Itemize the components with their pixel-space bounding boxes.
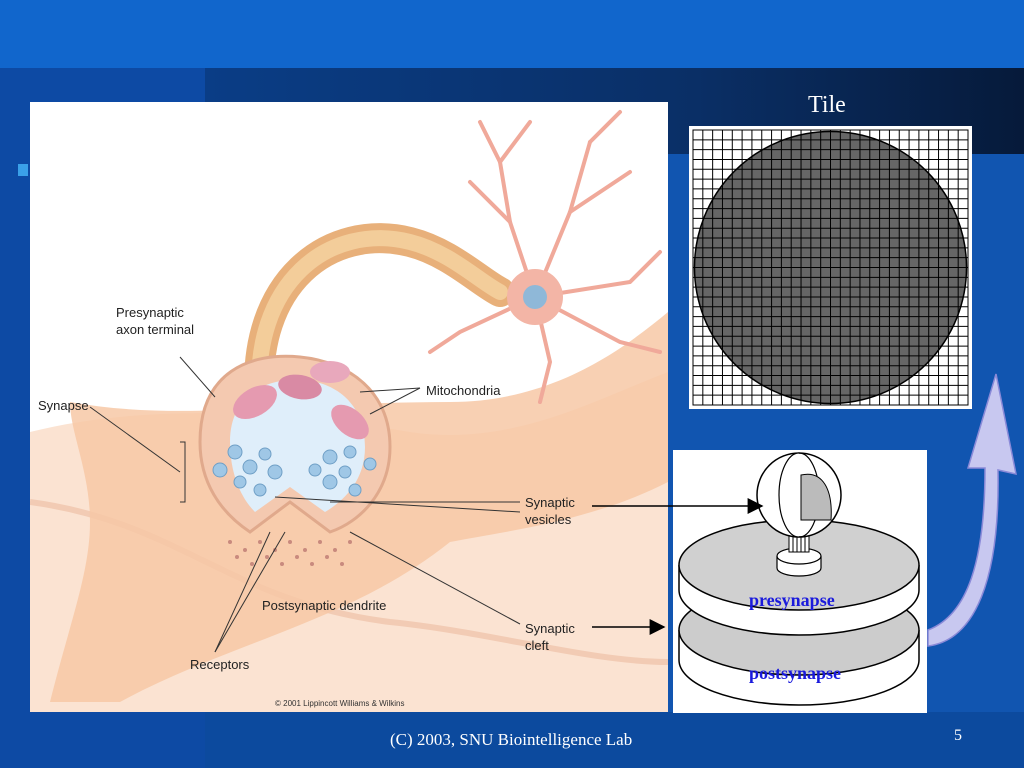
page-number: 5 [954, 727, 962, 744]
synapse-model-drawing [678, 452, 920, 706]
label-receptors: Receptors [190, 657, 250, 672]
synapse-model-panel: presynapse postsynapse [673, 450, 927, 713]
tile-grid [692, 129, 969, 406]
footer-text: (C) 2003, SNU Biointelligence Lab [390, 730, 633, 749]
label-synapse: Synapse [38, 398, 89, 413]
synapse-drawing [30, 110, 668, 712]
label-synaptic-cleft: Synaptic cleft [525, 621, 575, 653]
curved-tile-arrow [927, 373, 1017, 647]
tile-title: Tile [808, 92, 846, 118]
synapse-illustration: Presynaptic axon terminal Synapse Mitoch… [30, 102, 668, 712]
label-postsynaptic-dendrite: Postsynaptic dendrite [262, 598, 387, 613]
tile-grid-panel [689, 126, 972, 409]
slide-bullet [18, 164, 28, 176]
label-presynaptic-axon-terminal: Presynaptic axon terminal [116, 305, 195, 337]
postsynapse-label: postsynapse [749, 663, 842, 683]
footer-band [205, 712, 1024, 768]
label-synaptic-vesicles: Synaptic vesicles [525, 495, 575, 527]
label-mitochondria: Mitochondria [426, 383, 501, 398]
copyright-notice: © 2001 Lippincott Williams & Wilkins [275, 699, 405, 708]
top-banner [0, 0, 1024, 68]
presynapse-label: presynapse [749, 590, 835, 610]
